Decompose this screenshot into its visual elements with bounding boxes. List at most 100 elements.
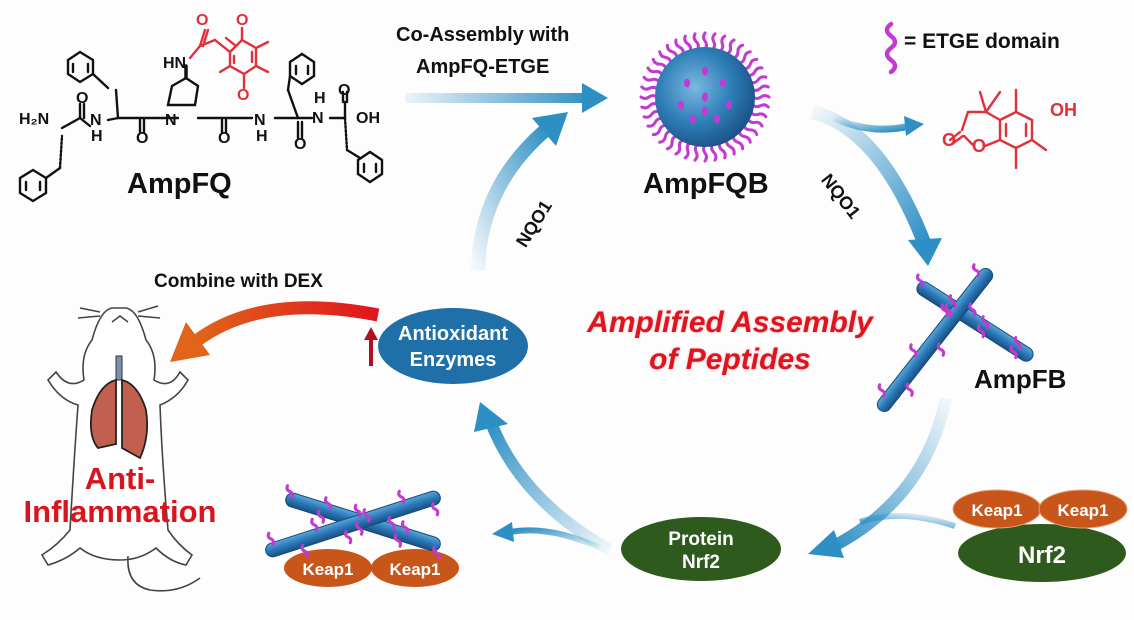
etge-coil [344,530,353,545]
etge-coil [749,110,768,119]
fiber-rod [876,268,994,412]
atom-hn-label: HN [163,55,187,72]
etge-coil [750,103,770,109]
etge-coil [397,489,406,504]
lungs-icon [89,355,149,460]
etge-coil [393,533,403,548]
quinone-o-label: O [196,12,209,29]
lactone-oh-label: OH [1050,100,1077,120]
etge-coil [642,75,661,84]
ampfqb-nanoparticle [639,31,771,163]
atom-h-label: H [256,128,268,145]
quinone-o-label: O [236,12,249,29]
etge-coil [693,142,699,162]
etge-dot [726,100,732,110]
etge-dot [714,114,720,124]
co-assembly-arrow [405,83,608,113]
etge-coil [639,94,659,100]
combine-dex-arrow [170,301,380,362]
etge-coil [432,545,441,560]
protein-nrf2-node: Protein Nrf2 [621,517,781,581]
etge-coil [316,509,326,524]
etge-coil [683,34,693,53]
etge-dot [702,106,708,116]
ampfb-fiber [876,263,1034,412]
hydroxyl-label: OH [356,110,380,127]
etge-coil [683,141,692,160]
etge-dot [702,92,708,102]
etge-coil [665,134,679,151]
etge-coil [971,263,981,278]
atom-o-label: O [136,130,149,147]
etge-coil [362,508,371,523]
etge-coil [909,343,918,358]
etge-dot [678,100,684,110]
etge-coil [323,496,333,511]
etge-coil [915,273,925,288]
etge-coil [981,315,990,330]
etge-coil [300,544,309,559]
nrf2-complex-label: Nrf2 [1018,542,1066,569]
etge-coil [674,38,685,56]
ampfq-label: AmpFQ [127,168,232,200]
etge-dot [702,66,708,76]
etge-coil [702,31,708,51]
increase-arrow-icon [364,327,378,366]
keap1-label: Keap1 [971,501,1022,520]
etge-coil-icon [884,21,898,75]
fiber-rod [916,281,1034,362]
co-assembly-label-1: Co-Assembly with [396,24,570,46]
etge-coil [940,303,949,318]
quinone-trigger-structure [188,26,270,90]
atom-h-label: H [314,90,326,107]
atom-h-label: H [91,128,103,145]
etge-coil [749,75,768,85]
etge-coil [285,484,294,499]
etge-dot [720,78,726,88]
amine-label: H₂N [19,111,50,128]
etge-legend-label: = ETGE domain [904,30,1060,53]
etge-coil [976,324,986,339]
etge-coil [742,123,759,137]
atom-n-label: N [165,112,177,129]
co-assembly-label-2: AmpFQ-ETGE [416,56,550,78]
etge-coil [877,383,886,398]
etge-coil [725,138,736,156]
combine-dex-label: Combine with DEX [154,271,323,292]
atom-n-label: N [90,112,102,129]
etge-coil [751,94,771,100]
etge-coil [718,34,727,53]
ampfb-label: AmpFB [974,364,1067,394]
protein-nrf2-label-2: Nrf2 [682,552,720,573]
etge-coil [646,117,664,128]
etge-coil [665,43,679,60]
mouse-illustration [40,305,201,592]
protein-nrf2-label-1: Protein [668,529,733,550]
etge-coil [640,85,660,91]
etge-coil [936,342,946,357]
etge-coil [742,57,759,71]
etge-coil [1009,344,1018,360]
etge-coil [640,102,660,110]
nrf2-to-antioxidant-arrow [474,402,613,556]
etge-coil [646,66,664,77]
keap1-label: Keap1 [1057,501,1108,520]
anti-inflammation-line1: Anti- [84,461,156,496]
etge-coil [266,531,275,546]
etge-coil [737,50,752,65]
etge-coil [702,143,708,163]
ampfq-structure [18,50,384,203]
keap1-label: Keap1 [302,560,353,579]
etge-coil [717,141,727,160]
etge-coil [710,142,718,162]
lactone-o-label: O [942,130,957,150]
atom-o-label: O [294,136,307,153]
etge-coil [642,109,661,119]
etge-coil [711,32,717,52]
etge-dot [690,114,696,124]
keap1-node [284,549,372,587]
nqo1-arrow-right [810,105,942,266]
etge-coil [651,57,668,71]
